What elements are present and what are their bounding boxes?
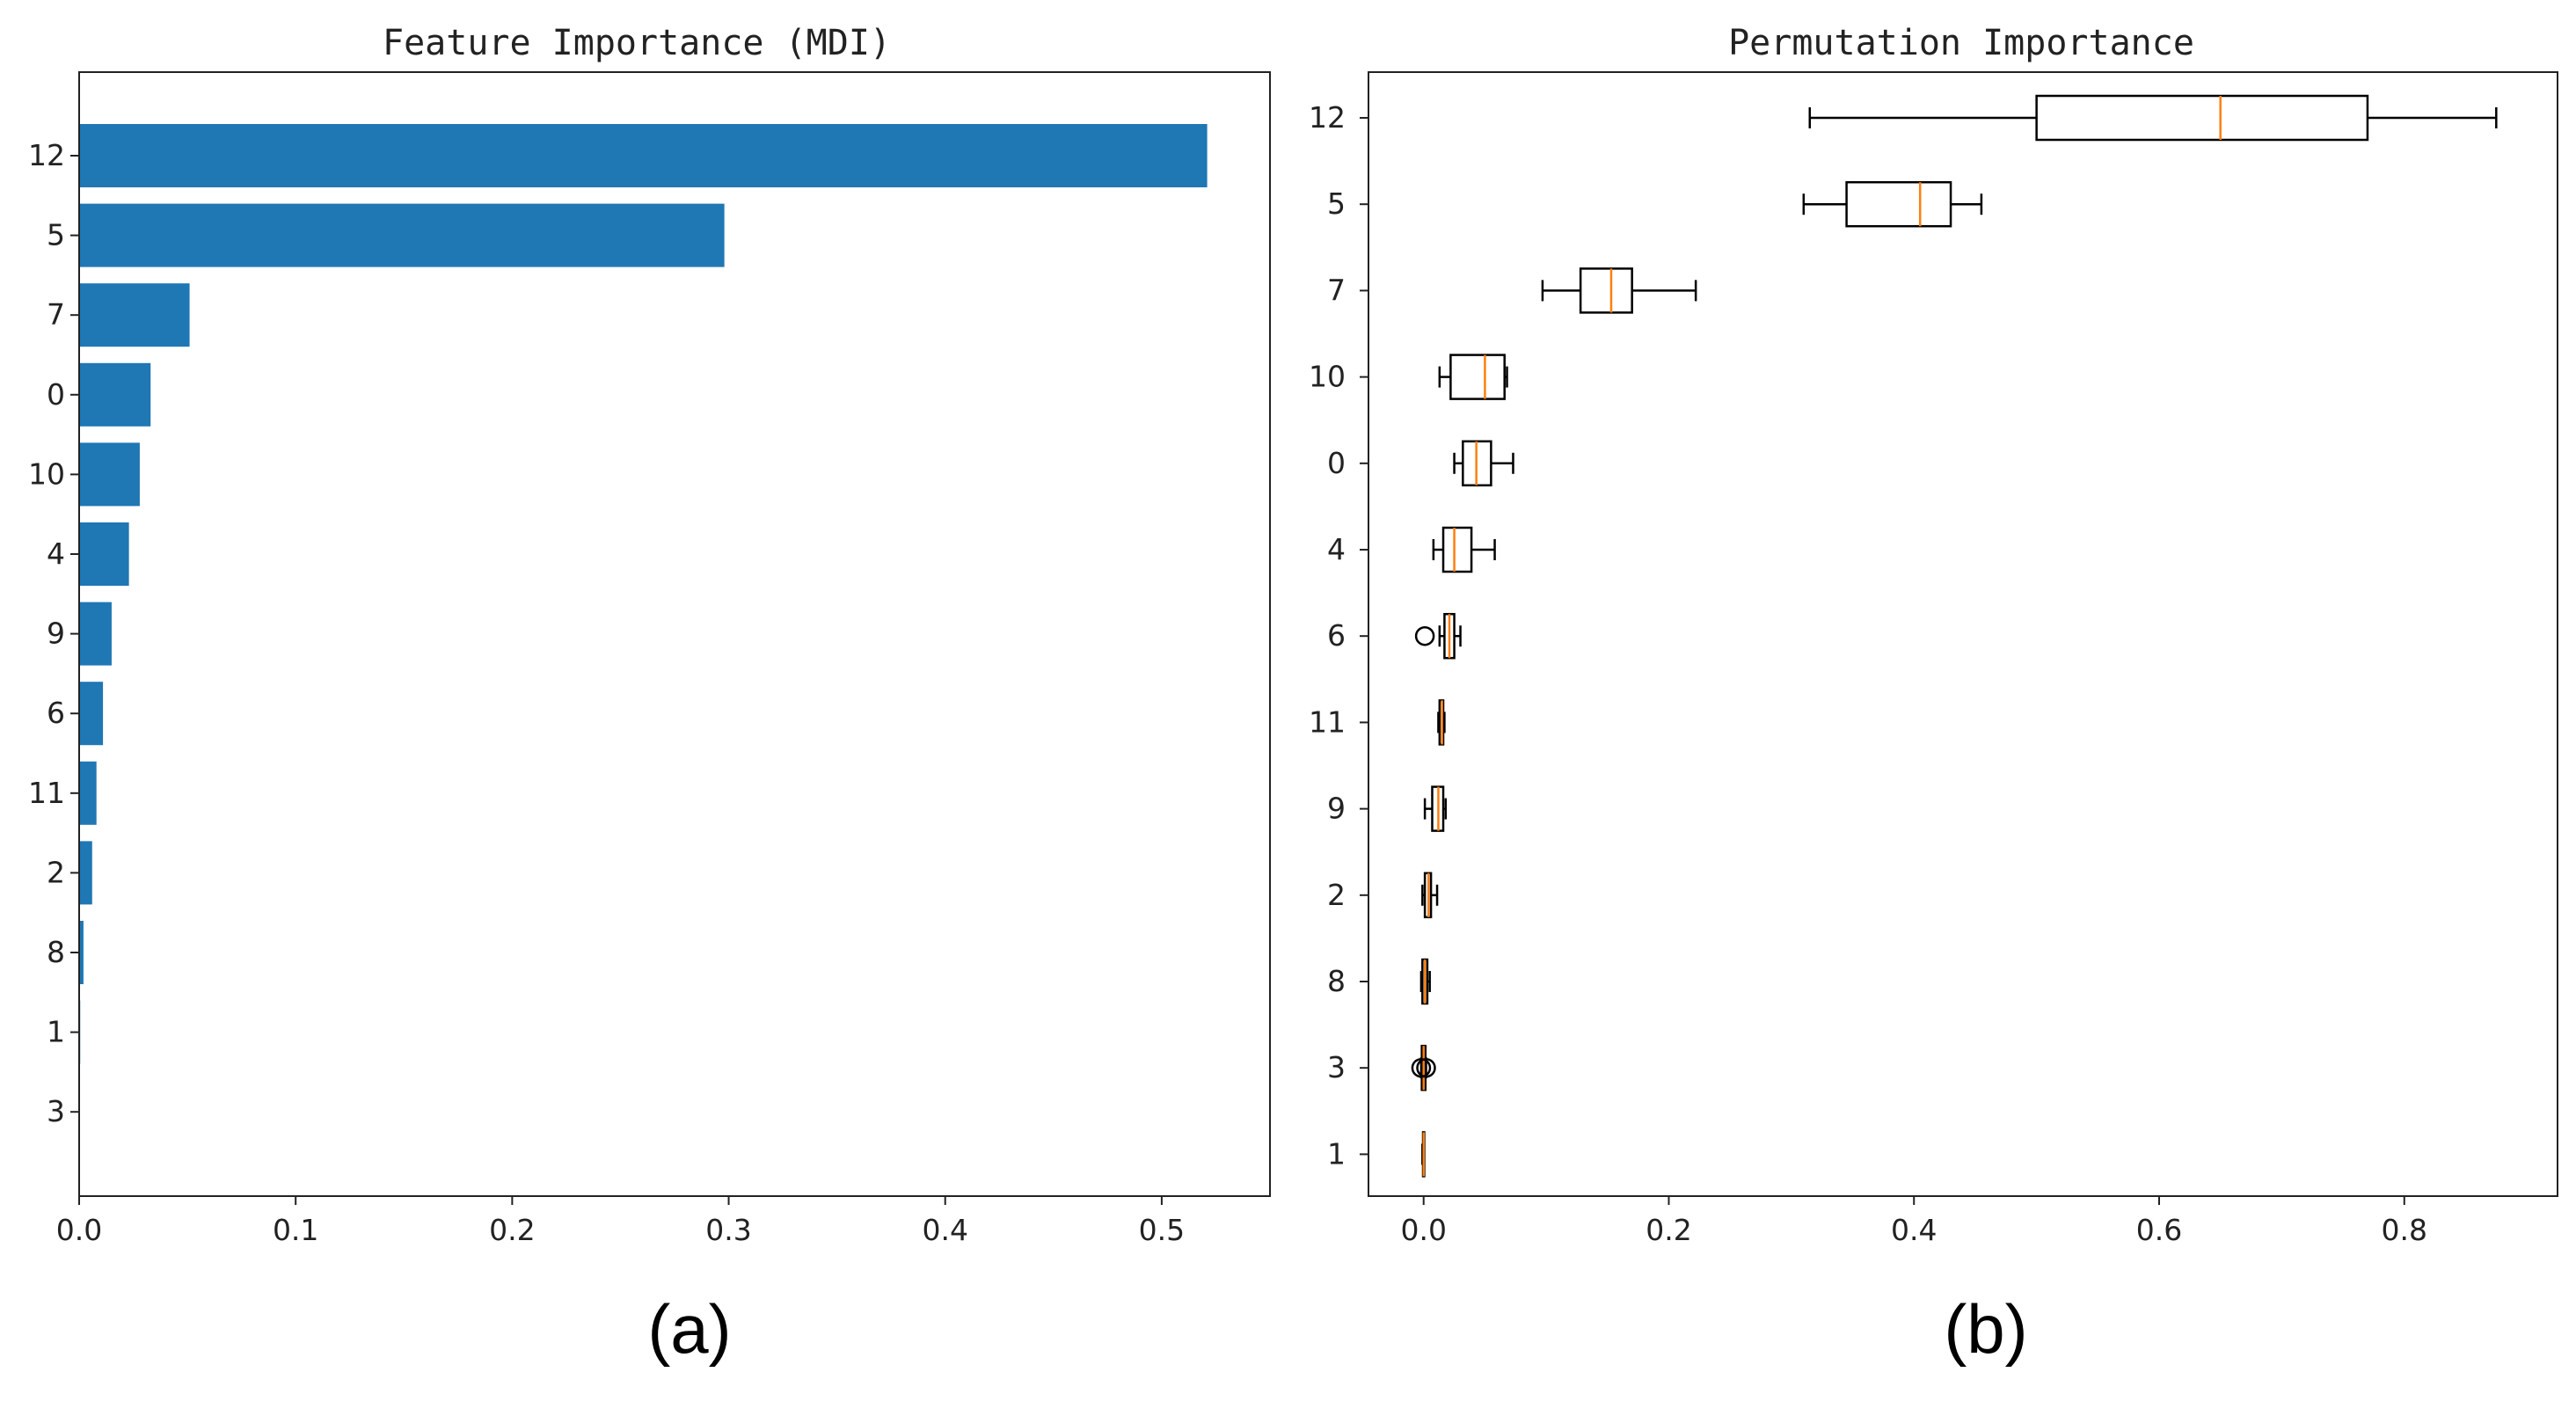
y-tick-label: 3	[1327, 1050, 1346, 1084]
box	[1579, 267, 1633, 314]
y-tick-label: 8	[47, 935, 65, 969]
bar	[79, 761, 97, 825]
y-tick-label: 2	[47, 855, 65, 889]
bar	[79, 602, 112, 666]
boxplot-item	[1437, 699, 1446, 746]
boxplot-item	[1432, 526, 1496, 573]
x-tick-label: 0.5	[1139, 1213, 1185, 1247]
y-tick-label: 9	[1327, 792, 1346, 826]
y-tick-label: 3	[47, 1094, 65, 1128]
x-tick-label: 0.4	[922, 1213, 967, 1247]
x-tick-label: 0.2	[489, 1213, 535, 1247]
bar	[79, 203, 725, 267]
flier-point	[1411, 1057, 1432, 1078]
boxplot-item	[1808, 94, 2498, 142]
y-tick-label: 7	[47, 297, 65, 332]
panel-label: (a)	[647, 1290, 731, 1368]
y-tick-label: 5	[1327, 186, 1346, 221]
y-tick-label: 10	[28, 456, 65, 491]
y-tick-label: 2	[1327, 878, 1346, 912]
y-tick-label: 4	[1327, 532, 1346, 566]
panel-label: (b)	[1944, 1290, 2027, 1368]
y-tick-label: 12	[1309, 100, 1346, 135]
y-tick-label: 7	[1327, 273, 1346, 307]
bar	[79, 921, 84, 984]
y-tick-label: 0	[47, 377, 65, 412]
x-tick-label: 0.1	[273, 1213, 318, 1247]
box	[1845, 180, 1952, 228]
boxplot-item	[1453, 440, 1514, 487]
flier-point	[1414, 625, 1435, 646]
y-tick-label: 11	[1309, 704, 1346, 739]
boxplot-item	[1411, 1044, 1436, 1091]
y-tick-label: 1	[1327, 1136, 1346, 1171]
y-tick-label: 1	[47, 1015, 65, 1049]
panel-a-mdi-chart: Feature Importance (MDI) 125701049611281…	[28, 23, 1271, 1368]
x-tick-labels: 0.0 0.2 0.4 0.6 0.8	[1400, 1196, 2427, 1247]
plot-frame	[1368, 71, 2558, 1197]
x-tick-label: 0.0	[56, 1213, 102, 1247]
plot-frame	[78, 71, 1271, 1197]
boxplot-item	[1802, 180, 1983, 228]
bar	[79, 124, 1208, 187]
y-tick-label: 0	[1327, 446, 1346, 480]
x-tick-label: 0.8	[2382, 1213, 2427, 1247]
chart-title: Feature Importance (MDI)	[383, 23, 891, 63]
box	[1449, 354, 1506, 400]
bar	[79, 682, 104, 746]
x-tick-label: 0.2	[1646, 1213, 1691, 1247]
boxplot-item	[1419, 958, 1431, 1005]
y-tick-label: 9	[47, 617, 65, 651]
bar	[79, 283, 190, 347]
y-tick-label: 8	[1327, 964, 1346, 998]
y-tick-label: 10	[1309, 360, 1346, 394]
y-tick-label: 5	[47, 218, 65, 252]
bar	[79, 522, 129, 586]
chart-title: Permutation Importance	[1728, 23, 2194, 63]
y-tick-label: 6	[1327, 618, 1346, 653]
bar	[79, 362, 151, 427]
x-tick-label: 0.4	[1891, 1213, 1937, 1247]
boxplot-item	[1438, 354, 1508, 400]
x-tick-label: 0.3	[705, 1213, 751, 1247]
bars-group	[79, 124, 1208, 1144]
flier-point	[1416, 1057, 1436, 1078]
bar	[79, 442, 140, 507]
boxplot-item	[1414, 612, 1462, 660]
y-tick-labels: 12 5 7 0 10 4 9 6 11 2 8 1 3	[28, 138, 79, 1128]
bar	[79, 841, 92, 905]
boxplot-item	[1541, 267, 1697, 314]
y-tick-label: 11	[28, 776, 65, 810]
x-tick-label: 0.6	[2136, 1213, 2182, 1247]
boxplot-item	[1423, 785, 1448, 832]
panel-b-permutation-chart: Permutation Importance 1257100461192831 …	[1309, 23, 2558, 1368]
boxes-group	[1411, 94, 2498, 1178]
y-tick-labels: 12 5 7 10 0 4 6 11 9 2 8 3 1	[1309, 100, 1368, 1171]
x-tick-labels: 0.0 0.1 0.2 0.3 0.4 0.5	[56, 1196, 1185, 1247]
box	[2035, 94, 2369, 142]
y-tick-label: 6	[47, 696, 65, 730]
y-tick-label: 4	[47, 536, 65, 571]
boxplot-item	[1421, 1131, 1426, 1178]
y-tick-label: 12	[28, 138, 65, 172]
x-tick-label: 0.0	[1400, 1213, 1446, 1247]
boxplot-item	[1421, 872, 1439, 919]
box	[1441, 526, 1473, 573]
